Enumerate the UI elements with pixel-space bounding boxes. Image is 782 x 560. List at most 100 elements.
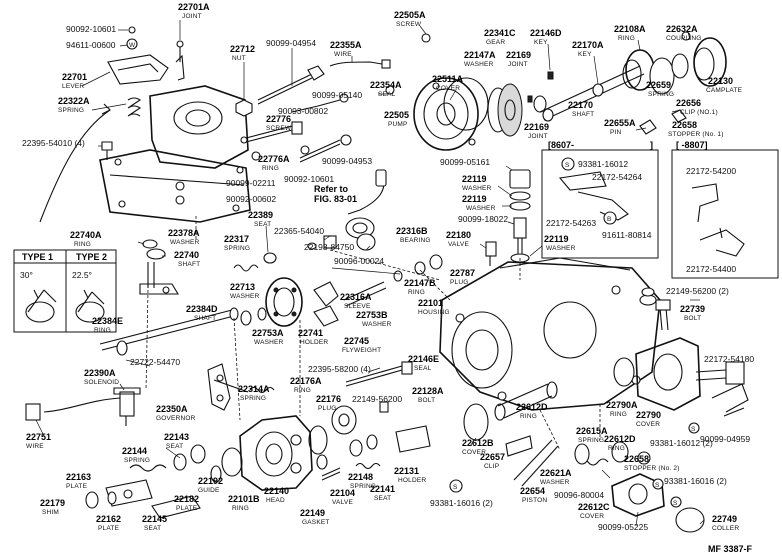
callout-part-number: 22790 (636, 410, 661, 420)
callout-description: SOLENOID (84, 379, 119, 386)
callout-description: RING (408, 289, 425, 296)
callout-description: HOLDER (300, 339, 328, 346)
callout-description: SPRING (648, 91, 674, 98)
date-range-second: [ -8807] (676, 140, 708, 150)
callout-part-number: 22365-54040 (274, 226, 324, 236)
svg-text:W: W (129, 42, 136, 49)
callout-part-number: 22621A (540, 468, 572, 478)
bracket-box-8607 (541, 149, 659, 259)
callout-part-number: 90096-00024 (334, 256, 384, 266)
part-drawings: W (13, 26, 779, 533)
solenoid-drawing (25, 387, 141, 426)
callout-part-number: 22172-54264 (592, 172, 642, 182)
callout-part-number: 22749 (712, 514, 737, 524)
callout-part-number: 22612D (604, 434, 636, 444)
callout-part-number: 22776A (258, 154, 290, 164)
callout-part-number: 22751 (26, 432, 51, 442)
callout-description: SCREW (396, 21, 422, 28)
svg-text:S: S (453, 484, 458, 491)
callout-description: COUPLING (666, 35, 702, 42)
diagram-code: MF 3387-F (708, 544, 753, 554)
callout-part-number: 22390A (84, 368, 116, 378)
callout-part-number: 93381-16016 (2) (664, 476, 727, 486)
callout-part-number: 22658 (624, 454, 649, 464)
callout-part-number: 22739 (680, 304, 705, 314)
callout-description: WIRE (334, 51, 352, 58)
callout-description: HEAD (266, 497, 285, 504)
callout-part-number: 22753B (356, 310, 388, 320)
callout-part-number: 22632A (666, 24, 698, 34)
callout-description: CAMPLATE (706, 87, 743, 94)
callout-description: SHIM (42, 509, 59, 516)
callout-part-number: 90099-05140 (312, 90, 362, 100)
callout-part-number: 22612C (578, 502, 610, 512)
callout-part-number: 22169 (506, 50, 531, 60)
callout-part-number: 22119 (462, 174, 487, 184)
governor-lever-drawing (207, 363, 275, 411)
callout-part-number: 22350A (156, 404, 188, 414)
callout-description: JOINT (182, 13, 202, 20)
callout-part-number: 22615A (576, 426, 608, 436)
type-boxes-drawing (13, 249, 117, 333)
callout-part-number: 22658 (672, 120, 697, 130)
callout-part-number: 22163 (66, 472, 91, 482)
callout-part-number: 90099-18022 (458, 214, 508, 224)
callout-part-number: 22355A (330, 40, 362, 50)
callout-part-number: 22656 (676, 98, 701, 108)
callout-part-number: 90099-05161 (440, 157, 490, 167)
callout-description: CLIP (NO.1) (680, 109, 718, 116)
callout-part-number: 22101 (418, 298, 443, 308)
callout-part-number: 22144 (122, 446, 147, 456)
callout-description: PUMP (388, 121, 408, 128)
callout-part-number: 22354A (370, 80, 402, 90)
timer-drawing: S S S (449, 381, 705, 533)
type-box-angle: 30° (20, 270, 33, 280)
callout-labels: 90092-10601 94611-00600 22701A JOINT 227… (22, 2, 754, 532)
callout-description: PLATE (66, 483, 88, 490)
callout-part-number: 22740 (174, 250, 199, 260)
bracket-box-8807 (671, 149, 779, 279)
callout-part-number: 22130 (708, 76, 733, 86)
callout-description: JOINT (508, 61, 528, 68)
callout-description: BOLT (418, 397, 435, 404)
callout-part-number: 22322A (58, 96, 90, 106)
callout-description: SEAT (374, 495, 391, 502)
callout-part-number: 93381-16016 (2) (430, 498, 493, 508)
callout-description: HOLDER (398, 477, 426, 484)
callout-part-number: 22790A (606, 400, 638, 410)
callout-part-number: 22741 (298, 328, 323, 338)
right-cover-drawing: S (613, 287, 749, 434)
callout-part-number: 22162 (96, 514, 121, 524)
callout-part-number: 22659 (646, 80, 671, 90)
callout-description: COVER (636, 421, 660, 428)
callout-part-number: 22389 (248, 210, 273, 220)
callout-part-number: 22182 (174, 494, 199, 504)
callout-description: RING (232, 505, 249, 512)
callout-part-number: 22712 (230, 44, 255, 54)
callout-part-number: 22146E (408, 354, 439, 364)
callout-description: GEAR (486, 39, 505, 46)
svg-text:S: S (691, 426, 696, 433)
callout-part-number: 22145 (142, 514, 167, 524)
callout-part-number: 22170A (572, 40, 604, 50)
callout-part-number: 22131 (394, 466, 419, 476)
callout-description: RING (610, 411, 627, 418)
callout-description: RING (294, 387, 311, 394)
callout-description: SPRING (240, 395, 266, 402)
callout-description: WASHER (546, 245, 576, 252)
guide-lines (145, 216, 601, 451)
callout-part-number: 22147B (404, 278, 436, 288)
callout-part-number: 22149-56200 (352, 394, 402, 404)
callout-description: KEY (578, 51, 592, 58)
callout-part-number: 22316A (340, 292, 372, 302)
callout-description: SHAFT (178, 261, 200, 268)
callout-description: COVER (580, 513, 604, 520)
callout-part-number: 22176 (316, 394, 341, 404)
callout-part-number: 22384E (92, 316, 123, 326)
callout-description: STOPPER (No. 2) (624, 465, 680, 472)
callout-part-number: 22119 (462, 194, 487, 204)
callout-part-number: 22169 (524, 122, 549, 132)
callout-part-number: 22657 (480, 452, 505, 462)
callout-description: RING (74, 241, 91, 248)
callout-part-number: 22176A (290, 376, 322, 386)
